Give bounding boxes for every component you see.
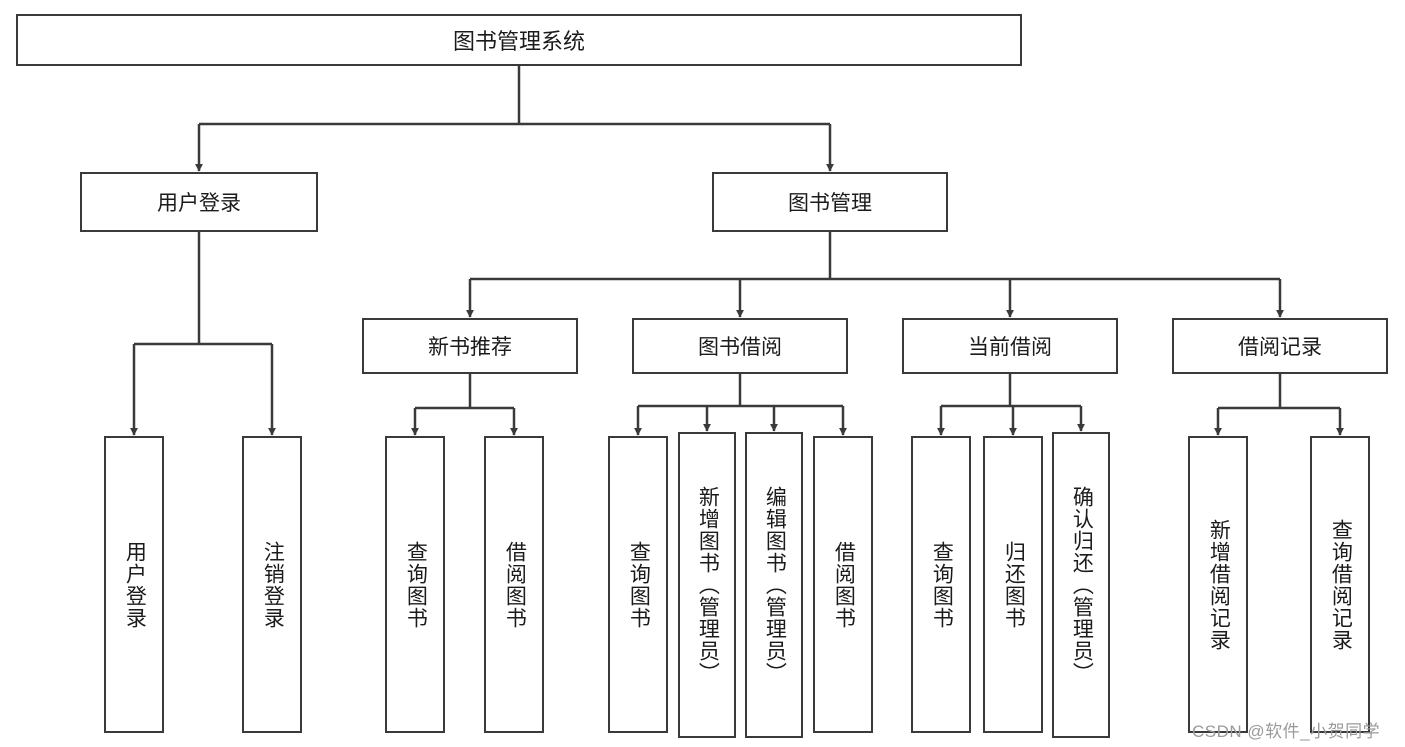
node-l4-queryrecord[interactable]: 查询借阅记录: [1310, 436, 1370, 733]
node-label: 注销登录: [261, 540, 285, 629]
node-l4-borrowbook1[interactable]: 借阅图书: [484, 436, 544, 733]
node-label: 确认归还（管理员）: [1070, 486, 1094, 684]
node-label: 用户登录: [157, 192, 241, 215]
node-label: 图书管理: [788, 192, 872, 215]
node-l2-book[interactable]: 图书管理: [712, 172, 948, 232]
node-l4-confirm[interactable]: 确认归还（管理员）: [1052, 432, 1110, 738]
node-label: 借阅图书: [503, 540, 527, 629]
node-l3-borrow[interactable]: 图书借阅: [632, 318, 848, 374]
node-l3-current[interactable]: 当前借阅: [902, 318, 1118, 374]
node-label: 借阅图书: [832, 540, 856, 629]
node-l4-borrowbook2[interactable]: 借阅图书: [813, 436, 873, 733]
node-l4-editbook[interactable]: 编辑图书（管理员）: [745, 432, 803, 738]
node-l4-userlogin[interactable]: 用户登录: [104, 436, 164, 733]
node-label: 查询图书: [930, 540, 954, 629]
node-label: 查询图书: [404, 540, 428, 629]
node-l3-record[interactable]: 借阅记录: [1172, 318, 1388, 374]
node-label: 查询借阅记录: [1329, 518, 1353, 651]
node-label: 当前借阅: [968, 336, 1052, 359]
node-label: 图书借阅: [698, 336, 782, 359]
node-l3-newrec[interactable]: 新书推荐: [362, 318, 578, 374]
node-l4-querybook2[interactable]: 查询图书: [608, 436, 668, 733]
node-label: 新增借阅记录: [1207, 518, 1231, 651]
node-label: 图书管理系统: [452, 29, 585, 54]
node-label: 查询图书: [627, 540, 651, 629]
node-label: 借阅记录: [1238, 336, 1322, 359]
node-l4-querybook1[interactable]: 查询图书: [385, 436, 445, 733]
node-label: 归还图书: [1002, 540, 1026, 629]
node-l4-addbook[interactable]: 新增图书（管理员）: [678, 432, 736, 738]
node-l4-logout[interactable]: 注销登录: [242, 436, 302, 733]
node-label: 新增图书（管理员）: [696, 486, 720, 684]
node-l2-login[interactable]: 用户登录: [80, 172, 318, 232]
node-l4-returnbook[interactable]: 归还图书: [983, 436, 1043, 733]
node-label: 编辑图书（管理员）: [763, 486, 787, 684]
node-root[interactable]: 图书管理系统: [16, 14, 1022, 66]
node-l4-addrecord[interactable]: 新增借阅记录: [1188, 436, 1248, 733]
node-l4-querybook3[interactable]: 查询图书: [911, 436, 971, 733]
edge-paths: [130, 66, 1344, 436]
node-label: 新书推荐: [428, 336, 512, 359]
csdn-watermark: CSDN @软件_小贺同学: [1192, 722, 1381, 741]
node-label: 用户登录: [123, 540, 147, 629]
